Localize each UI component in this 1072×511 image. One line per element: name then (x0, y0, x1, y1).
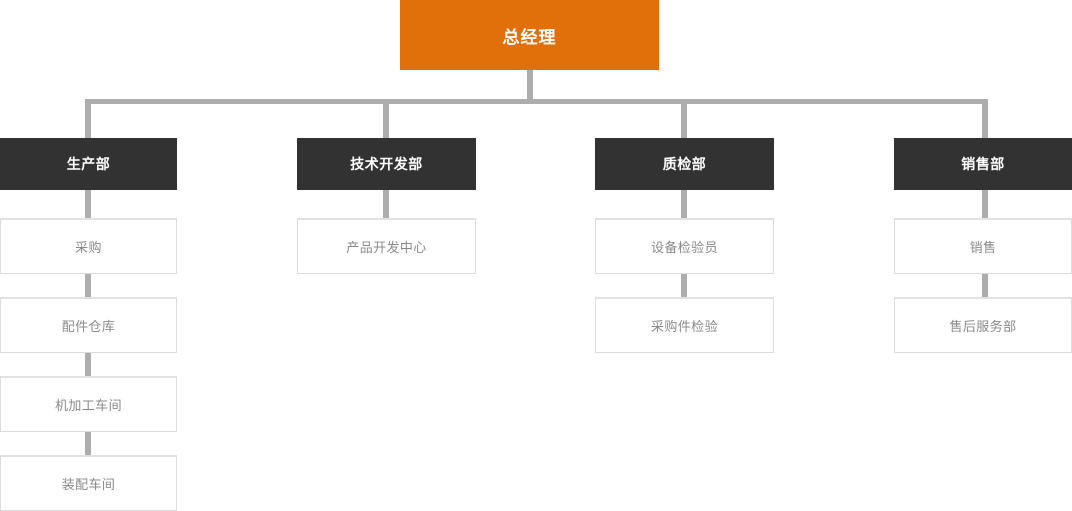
node-leaf-sales[interactable]: 销售 (894, 218, 1072, 274)
node-label: 生产部 (66, 156, 111, 172)
node-department-production[interactable]: 生产部 (0, 138, 177, 190)
node-label: 装配车间 (61, 477, 116, 492)
node-leaf-equipment-inspector[interactable]: 设备检验员 (595, 218, 774, 274)
node-label: 销售部 (961, 156, 1005, 172)
connector-chain-2-1 (681, 190, 687, 220)
connector-chain-3-1 (982, 190, 988, 220)
node-label: 技术开发部 (350, 156, 423, 172)
node-leaf-purchasing[interactable]: 采购 (0, 218, 177, 274)
node-label: 售后服务部 (949, 319, 1017, 334)
node-leaf-purchased-parts-inspection[interactable]: 采购件检验 (595, 297, 774, 353)
connector-drop-dept-1 (383, 99, 389, 139)
connector-chain-0-2 (85, 272, 91, 300)
connector-chain-0-4 (85, 430, 91, 458)
node-label: 销售 (969, 240, 997, 255)
node-label: 总经理 (502, 27, 557, 47)
node-label: 采购件检验 (650, 319, 718, 334)
node-department-tech-development[interactable]: 技术开发部 (297, 138, 476, 190)
connector-drop-dept-3 (982, 99, 988, 139)
node-label: 产品开发中心 (346, 240, 427, 255)
node-leaf-machining-workshop[interactable]: 机加工车间 (0, 376, 177, 432)
connector-drop-dept-0 (85, 99, 91, 139)
node-label: 配件仓库 (61, 319, 116, 334)
node-leaf-assembly-workshop[interactable]: 装配车间 (0, 455, 177, 511)
connector-chain-1-1 (383, 190, 389, 220)
connector-chain-0-3 (85, 351, 91, 379)
node-leaf-after-sales-service[interactable]: 售后服务部 (894, 297, 1072, 353)
node-department-sales[interactable]: 销售部 (894, 138, 1072, 190)
connector-chain-2-2 (681, 272, 687, 300)
node-leaf-product-development-center[interactable]: 产品开发中心 (297, 218, 476, 274)
connector-chain-0-1 (85, 190, 91, 220)
connector-chain-3-2 (982, 272, 988, 300)
node-label: 机加工车间 (54, 398, 122, 413)
node-department-quality-inspection[interactable]: 质检部 (595, 138, 774, 190)
connector-horizontal-bus (85, 99, 988, 104)
connector-drop-dept-2 (681, 99, 687, 139)
connector-root-stem (527, 70, 533, 102)
node-label: 设备检验员 (650, 240, 718, 255)
node-root-general-manager[interactable]: 总经理 (400, 0, 659, 70)
node-leaf-parts-warehouse[interactable]: 配件仓库 (0, 297, 177, 353)
node-label: 采购 (75, 240, 102, 255)
node-label: 质检部 (662, 156, 707, 172)
